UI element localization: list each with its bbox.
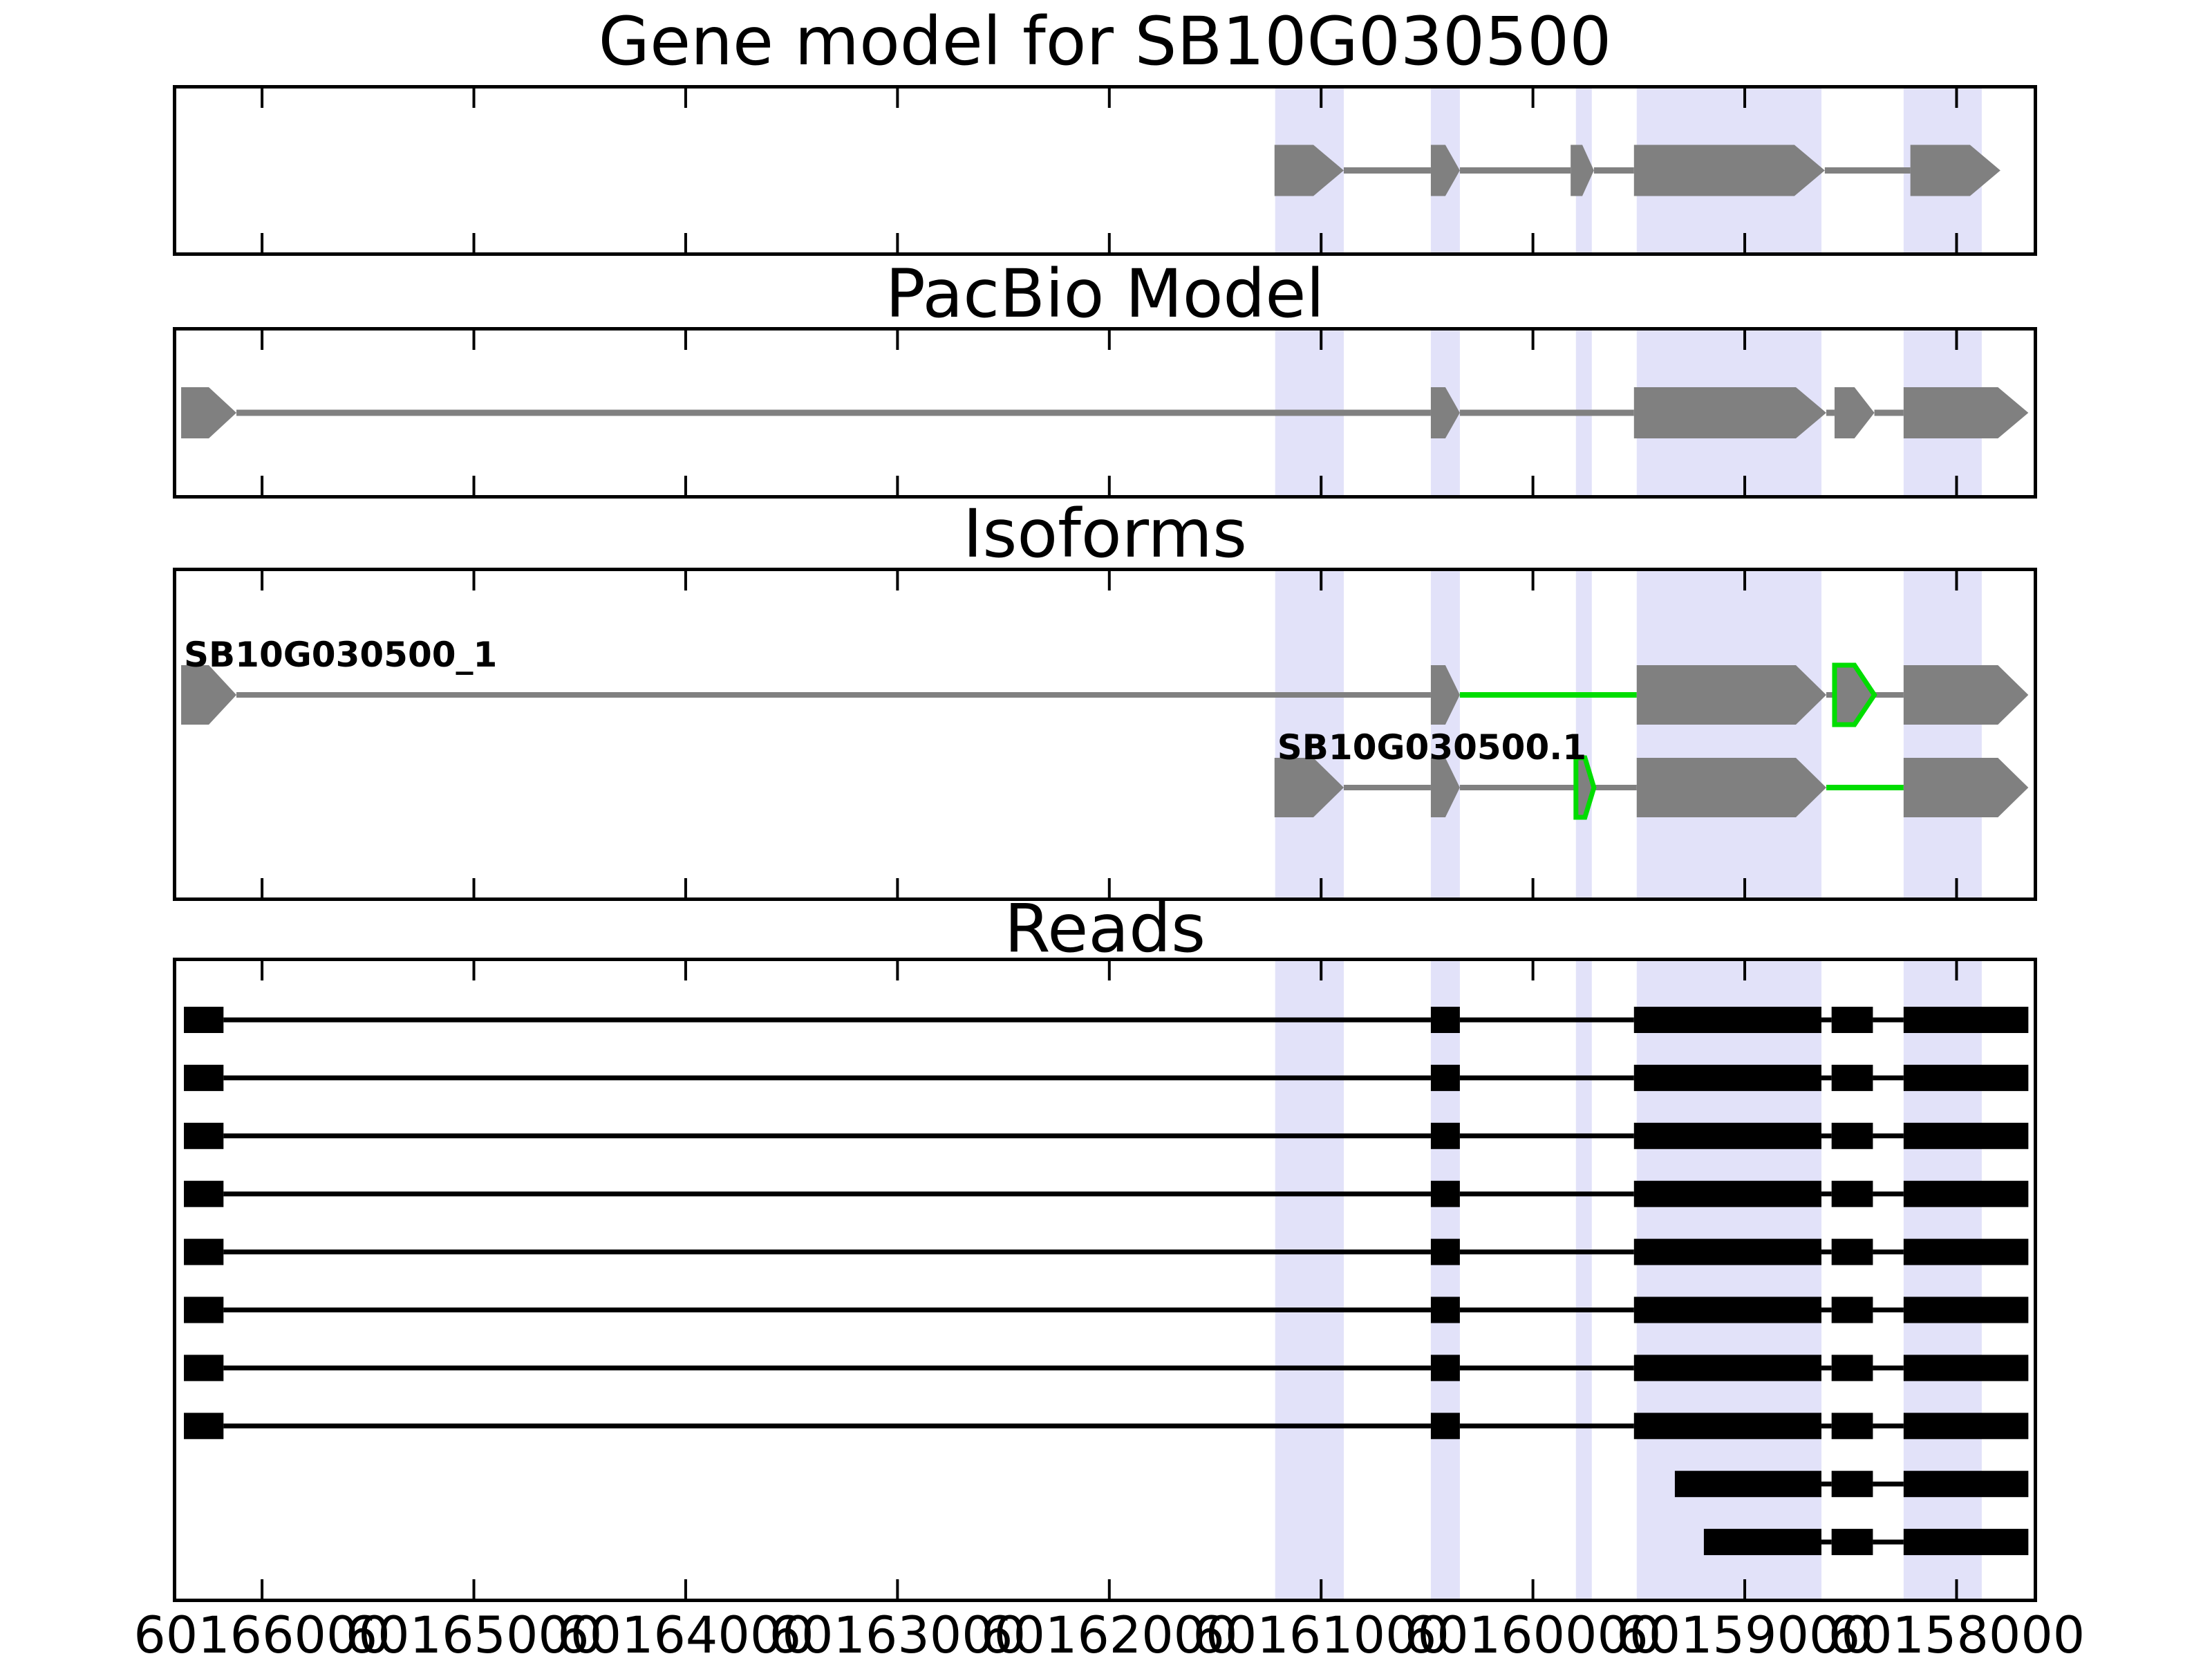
read-exon	[1903, 1529, 2029, 1556]
read-exon	[1633, 1064, 1821, 1091]
read-exon	[184, 1064, 224, 1091]
exon-arrow	[1636, 758, 1827, 817]
x-tick-label: 60158000	[1828, 1606, 2086, 1665]
read-exon	[1430, 1122, 1460, 1149]
panel-pacbio-model	[173, 327, 2037, 499]
read-exon	[184, 1007, 224, 1033]
read-exon	[1831, 1180, 1873, 1207]
exon-arrow	[1903, 665, 2029, 725]
read-exon	[1903, 1471, 2029, 1498]
read-exon	[184, 1296, 224, 1323]
exon-arrow	[1636, 665, 1827, 725]
read-exon	[1903, 1007, 2029, 1033]
read-exon	[1903, 1122, 2029, 1149]
exon-arrow	[1903, 758, 2029, 817]
read-exon	[184, 1355, 224, 1382]
highlight-band	[1275, 571, 1344, 897]
read-exon	[184, 1180, 224, 1207]
x-tick-label: 60163000	[769, 1606, 1027, 1665]
exon-arrow	[1571, 145, 1594, 196]
read-exon	[1903, 1355, 2029, 1382]
exon-arrow	[1274, 145, 1344, 196]
panel-gene-model	[173, 85, 2037, 256]
read-exon	[1831, 1007, 1873, 1033]
x-tick-label: 60159000	[1616, 1606, 1873, 1665]
exon-arrow	[1910, 145, 2000, 196]
highlight-band	[1575, 961, 1592, 1599]
panel-title-pacbio-model: PacBio Model	[885, 255, 1325, 333]
panel-title-isoforms: Isoforms	[963, 495, 1247, 573]
read-exon	[1903, 1296, 2029, 1323]
x-tick-label: 60160000	[1404, 1606, 1662, 1665]
x-tick-label: 60166000	[133, 1606, 391, 1665]
exon-arrow	[1430, 665, 1460, 725]
exon-arrow	[181, 387, 237, 438]
exon-arrow	[1834, 387, 1875, 438]
figure-title: Gene model for SB10G030500	[598, 3, 1612, 80]
panel-title-reads: Reads	[1004, 890, 1206, 967]
exon-arrow-highlighted	[1573, 755, 1597, 820]
x-tick-label: 60162000	[981, 1606, 1238, 1665]
exon-arrow-highlighted	[1832, 662, 1877, 727]
exon-arrow	[1903, 387, 2029, 438]
exon-arrow	[1633, 145, 1825, 196]
read-exon	[1674, 1471, 1821, 1498]
highlight-band	[1275, 961, 1344, 1599]
read-exon	[184, 1413, 224, 1440]
x-tick-label: 60165000	[345, 1606, 603, 1665]
highlight-band	[1430, 571, 1460, 897]
read-exon	[184, 1122, 224, 1149]
isoform-label: SB10G030500_1	[184, 635, 497, 675]
read-exon	[184, 1238, 224, 1265]
read-exon	[1430, 1296, 1460, 1323]
exon-arrow	[1633, 387, 1827, 438]
read-exon	[1430, 1180, 1460, 1207]
pacbio-model-plot	[181, 331, 2029, 495]
read-exon	[1903, 1413, 2029, 1440]
read-exon	[1430, 1064, 1460, 1091]
read-exon	[1831, 1064, 1873, 1091]
read-exon	[1430, 1413, 1460, 1440]
read-exon	[1831, 1122, 1873, 1149]
read-exon	[1633, 1007, 1821, 1033]
exon-arrow	[1430, 758, 1460, 817]
read-exon	[1703, 1529, 1821, 1556]
highlight-band	[1903, 571, 1982, 897]
read-exon	[1633, 1180, 1821, 1207]
read-exon	[1633, 1355, 1821, 1382]
x-tick-label: 60164000	[557, 1606, 814, 1665]
read-exon	[1633, 1238, 1821, 1265]
read-exon	[1903, 1064, 2029, 1091]
isoform-label: SB10G030500.1	[1277, 727, 1586, 768]
read-exon	[1903, 1238, 2029, 1265]
panel-reads	[173, 958, 2037, 1602]
read-exon	[1633, 1122, 1821, 1149]
highlight-band	[1430, 961, 1460, 1599]
gene-model-plot	[261, 89, 2000, 252]
exon-arrow	[181, 665, 237, 725]
read-exon	[1633, 1413, 1821, 1440]
read-exon	[1831, 1471, 1873, 1498]
highlight-band	[1903, 961, 1982, 1599]
highlight-band	[1636, 571, 1821, 897]
exon-arrow	[1430, 145, 1460, 196]
reads-plot	[184, 961, 2029, 1599]
read-exon	[1430, 1007, 1460, 1033]
read-exon	[1430, 1355, 1460, 1382]
read-exon	[1430, 1238, 1460, 1265]
read-exon	[1831, 1296, 1873, 1323]
read-exon	[1903, 1180, 2029, 1207]
read-exon	[1831, 1413, 1873, 1440]
read-exon	[1831, 1529, 1873, 1556]
read-exon	[1831, 1355, 1873, 1382]
highlight-band	[1636, 961, 1821, 1599]
x-tick-label: 60161000	[1192, 1606, 1450, 1665]
read-exon	[1831, 1238, 1873, 1265]
read-exon	[1633, 1296, 1821, 1323]
exon-arrow	[1430, 387, 1460, 438]
exon-arrow	[1274, 758, 1344, 817]
